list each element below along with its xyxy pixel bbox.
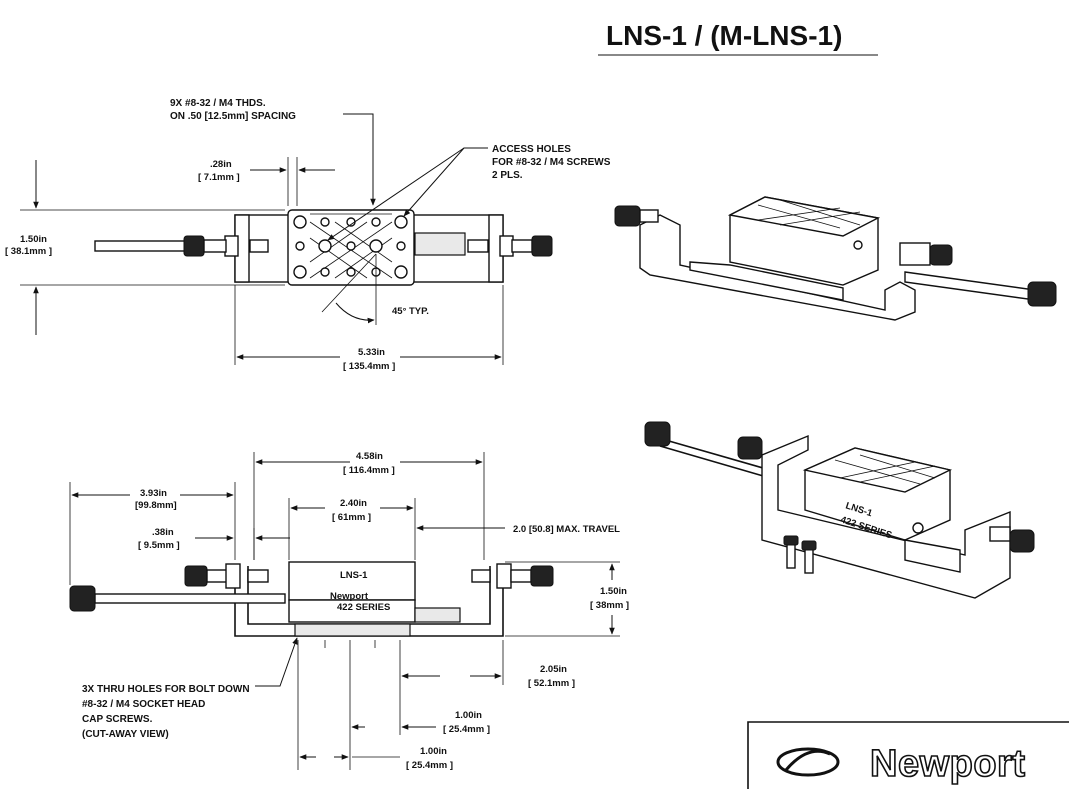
side-rail [414,607,461,623]
bolt-note-line-3: CAP SCREWS. [82,714,153,725]
dim-038-in: .38in [152,527,174,538]
dim-458-in: 4.58in [356,451,383,462]
dim-533-in: 5.33in [358,347,385,358]
dim-038-mm: [ 9.5mm ] [138,540,180,551]
iso1-barrel-mid [899,242,931,266]
side-brand-label: Newport [330,591,369,602]
iso2-rail [904,539,961,573]
iso2-knob-left [737,436,763,460]
iso1-knob-left [614,205,641,227]
isometric-view-lower: LNS-1 422 SERIES [644,421,1035,599]
access-note-line-3: 2 PLS. [492,170,523,181]
newport-logo-text: Newport [870,743,1026,785]
iso1-frame [639,214,916,321]
access-leader-2 [327,147,465,241]
bolt-note-line-4: (CUT-AWAY VIEW) [82,729,169,740]
dim-150-in: 1.50in [20,234,47,245]
iso2-knob-far-left [644,421,671,447]
top-view: 9X #8-32 / M4 THDS. ON .50 [12.5mm] SPAC… [5,98,611,372]
bolt-note-line-1: 3X THRU HOLES FOR BOLT DOWN [82,684,250,695]
top-left-actuator [94,235,269,257]
top-holes [293,215,408,279]
access-note-line-1: ACCESS HOLES [492,144,571,155]
iso1-knob-right [1027,281,1057,307]
iso2-knob-right [1009,529,1035,553]
side-carriage [288,561,416,601]
dim-240-in: 2.40in [340,498,367,509]
dim-028-in: .28in [210,159,232,170]
iso2-hole [912,522,924,534]
dim-533-mm: [ 135.4mm ] [343,361,395,372]
iso1-shaft-right [904,271,1036,301]
dim-150s-in: 1.50in [600,586,627,597]
side-right-actuator [471,563,554,589]
top-right-actuator [467,235,553,257]
bolt-note-line-2: #8-32 / M4 SOCKET HEAD [82,699,205,710]
dim-150s-mm: [ 38mm ] [590,600,629,611]
title-block: Newport [747,721,1069,789]
title-block-border [747,721,1069,789]
dim-028-mm: [ 7.1mm ] [198,172,240,183]
access-leader-1 [403,147,488,217]
iso2-x-pattern [834,454,936,485]
dim-458-mm: [ 116.4mm ] [343,465,395,476]
side-series-label: 422 SERIES [337,602,390,613]
dim-240-mm: [ 61mm ] [332,512,371,523]
access-note-line-2: FOR #8-32 / M4 SCREWS [492,157,611,168]
side-model-label: LNS-1 [340,570,368,581]
iso2-screw-2-head [801,540,817,551]
iso1-carriage-top [727,196,881,237]
isometric-view-upper [614,196,1057,321]
iso2-shaft-left-2 [659,445,771,479]
angle-arc [335,302,375,324]
iso1-x-pattern [757,199,861,229]
iso1-rail [689,261,844,301]
iso2-barrel-right [989,526,1011,542]
dim-100a-mm: [ 25.4mm ] [443,724,490,735]
side-view: LNS-1 Newport 422 SERIES 4.58in [ 116.4m… [69,451,629,771]
dim-393-in: 3.93in [140,488,167,499]
side-base-cutaway [294,623,411,637]
thread-note-line-2: ON .50 [12.5mm] SPACING [170,111,296,122]
thread-note-line-1: 9X #8-32 / M4 THDS. [170,98,266,109]
side-left-actuator [69,563,286,612]
iso1-hole [853,240,863,250]
dim-100b-in: 1.00in [420,746,447,757]
angle-ref-diagonal [321,253,377,313]
dim-100a-in: 1.00in [455,710,482,721]
angle-label: 45° TYP. [392,306,429,317]
dim-393-mm: [99.8mm] [135,500,177,511]
top-rail [414,232,466,256]
dim-150-mm: [ 38.1mm ] [5,246,52,257]
thread-leader [343,113,376,206]
dim-100b-mm: [ 25.4mm ] [406,760,453,771]
bolt-note-leader [255,637,298,687]
iso2-shaft-left [654,436,771,471]
dim-205-mm: [ 52.1mm ] [528,678,575,689]
travel-label: 2.0 [50.8] MAX. TRAVEL [513,524,620,535]
iso1-barrel-left [639,209,659,223]
iso2-screw-1-head [783,535,799,546]
dim-205-in: 2.05in [540,664,567,675]
iso1-knob-mid [929,244,953,266]
newport-logo-mark [776,747,840,777]
drawing-title: LNS-1 / (M-LNS-1) [606,20,842,51]
